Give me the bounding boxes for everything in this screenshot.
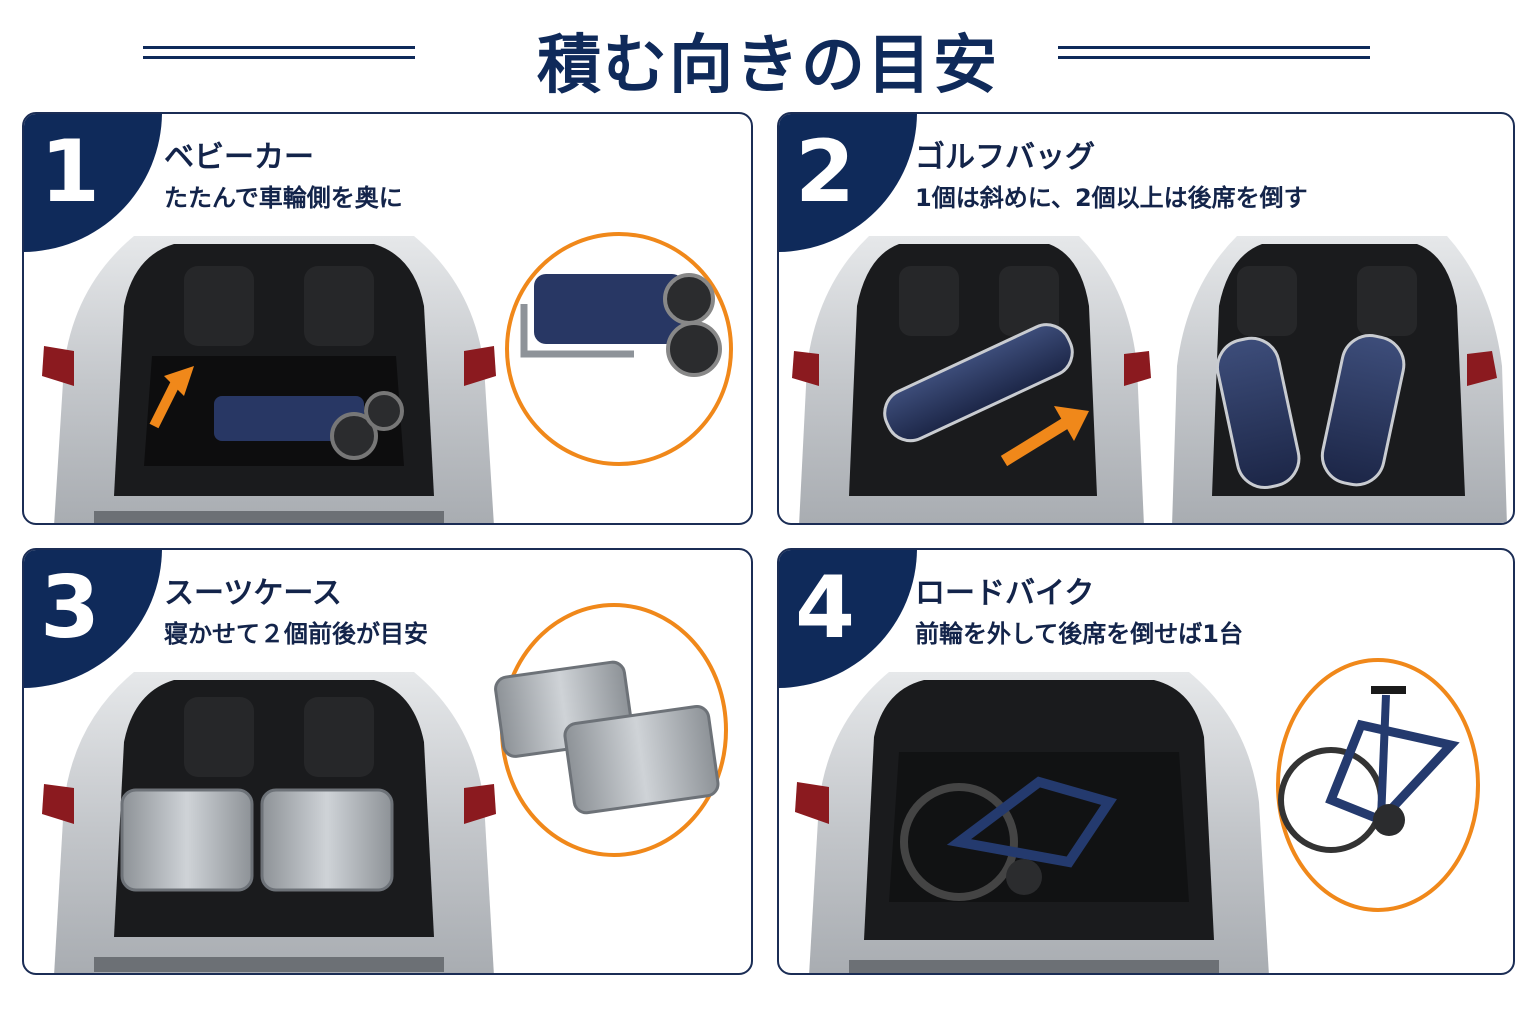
title-rule-right	[1058, 46, 1370, 60]
panel-subtitle: 1個は斜めに、2個以上は後席を倒す	[915, 184, 1308, 212]
number-badge: 2	[779, 114, 917, 252]
panel-subtitle: 寝かせて２個前後が目安	[164, 620, 428, 648]
panel-road-bike: 4 ロードバイク 前輪を外して後席を倒せば1台	[777, 548, 1515, 975]
panel-heading: ロードバイク	[915, 576, 1095, 611]
car-trunk-seats-folded-illustration	[1172, 236, 1507, 523]
panel-suitcase: 3 スーツケース 寝かせて２個前後が目安	[22, 548, 753, 975]
panel-stroller: 1 ベビーカー たたんで車輪側を奥に	[22, 112, 753, 525]
badge-number: 3	[40, 558, 100, 658]
panel-golf-bag: 2 ゴルフバッグ 1個は斜めに、2個以上は後席を倒す	[777, 112, 1515, 525]
title-rule-left	[143, 46, 415, 60]
badge-number: 1	[40, 122, 100, 222]
number-badge: 4	[779, 550, 917, 688]
bicycle-illustration	[1276, 658, 1480, 912]
badge-number: 4	[795, 558, 855, 658]
panel-heading: スーツケース	[164, 576, 342, 611]
car-trunk-illustration	[42, 236, 496, 523]
car-trunk-illustration	[42, 672, 496, 973]
page-title: 積む向きの目安	[537, 29, 999, 103]
header: 積む向きの目安	[0, 0, 1536, 110]
suitcase-illustration	[494, 603, 728, 857]
panel-heading: ベビーカー	[164, 140, 314, 175]
panel-subtitle: たたんで車輪側を奥に	[164, 184, 403, 212]
car-trunk-illustration	[792, 236, 1151, 523]
stroller-illustration	[505, 232, 733, 466]
panel-heading: ゴルフバッグ	[915, 140, 1095, 175]
car-trunk-seats-folded-illustration	[795, 672, 1269, 973]
number-badge: 3	[24, 550, 162, 688]
panel-subtitle: 前輪を外して後席を倒せば1台	[915, 620, 1243, 648]
number-badge: 1	[24, 114, 162, 252]
badge-number: 2	[795, 122, 855, 222]
